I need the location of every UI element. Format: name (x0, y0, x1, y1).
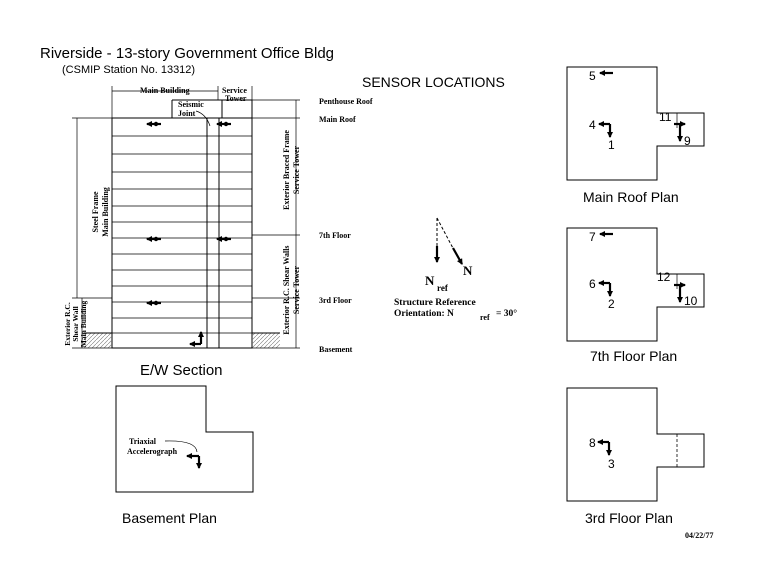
north-arrow (452, 247, 463, 265)
ew-section: Main Building Service Tower (63, 86, 373, 379)
level-basement: Basement (319, 345, 353, 354)
sensor-1: 1 (608, 138, 615, 152)
basement-plan-caption: Basement Plan (122, 510, 217, 526)
orientation-line-2-suffix: = 30° (496, 308, 517, 319)
main-building-label: Main Building (140, 86, 190, 95)
level-penthouse: Penthouse Roof (319, 97, 373, 106)
triaxial-label: Triaxial (129, 437, 157, 446)
braced-frame-label-b: Service Tower (292, 145, 301, 194)
third-floor-plan: 8 3 3rd Floor Plan (566, 387, 705, 526)
section-caption: E/W Section (140, 362, 223, 379)
orientation-line-2-sub: ref (480, 313, 490, 322)
sensor-10: 10 (684, 294, 698, 308)
steel-frame-label: Steel Frame (91, 191, 100, 233)
accelerograph-label: Accelerograph (127, 447, 178, 456)
station-number: (CSMIP Station No. 13312) (62, 64, 195, 76)
orientation-line-1: Structure Reference (394, 298, 476, 308)
sensor-3: 3 (608, 457, 615, 471)
level-7th: 7th Floor (319, 231, 351, 240)
main-roof-plan: 5 4 1 11 9 Main Roof Plan (566, 66, 705, 205)
sensor-8: 8 (589, 436, 596, 450)
n-ref-label: N (425, 273, 435, 288)
sensor-5: 5 (589, 69, 596, 83)
n-ref-sub: ref (437, 283, 449, 293)
sensor-2: 2 (608, 297, 615, 311)
basement-plan: Triaxial Accelerograph Basement Plan (115, 385, 254, 526)
section-sensor-arrow (146, 236, 161, 242)
joint-label: Joint (178, 109, 196, 118)
third-floor-plan-caption: 3rd Floor Plan (585, 510, 673, 526)
page-title: Riverside - 13-story Government Office B… (40, 45, 334, 62)
rc-shear-wall-label-c: Main Building (79, 301, 88, 348)
sensor-12: 12 (657, 270, 671, 284)
shear-walls-label-a: Exterior R.C. Shear Walls (282, 245, 291, 334)
section-sensor-arrow (216, 121, 231, 127)
tower-label: Tower (225, 94, 247, 103)
shear-walls-label-b: Service Tower (292, 265, 301, 314)
sensor-6: 6 (589, 277, 596, 291)
floor-lines (112, 135, 252, 334)
orientation-line-2: Orientation: N (394, 309, 454, 319)
seventh-floor-plan-caption: 7th Floor Plan (590, 348, 677, 364)
section-triaxial-sensor (189, 331, 204, 347)
level-main-roof: Main Roof (319, 115, 356, 124)
sensor-11: 11 (659, 110, 672, 124)
seventh-floor-plan: 7 6 2 12 10 7th Floor Plan (566, 227, 705, 364)
sensor-7: 7 (589, 230, 596, 244)
seismic-label: Seismic (178, 100, 204, 109)
section-sensor-arrow (146, 300, 161, 306)
orientation-indicator: N ref N Structure Reference Orientation:… (394, 217, 517, 322)
section-sensor-arrow (146, 121, 161, 127)
braced-frame-label-a: Exterior Braced Frame (282, 130, 291, 210)
rc-shear-wall-label-a: Exterior R.C. (63, 302, 72, 346)
sensor-4: 4 (589, 118, 596, 132)
rc-shear-wall-label-b: Shear Wall (71, 306, 80, 341)
level-3rd: 3rd Floor (319, 296, 352, 305)
section-sensor-arrow (216, 236, 231, 242)
sensor-9: 9 (684, 134, 691, 148)
north-label: N (463, 263, 473, 278)
sensor-locations-heading: SENSOR LOCATIONS (362, 74, 505, 90)
main-roof-plan-caption: Main Roof Plan (583, 189, 679, 205)
steel-frame-main-label: Main Building (101, 187, 110, 237)
service-label: Service (222, 86, 247, 95)
revision-date: 04/22/77 (685, 531, 713, 540)
